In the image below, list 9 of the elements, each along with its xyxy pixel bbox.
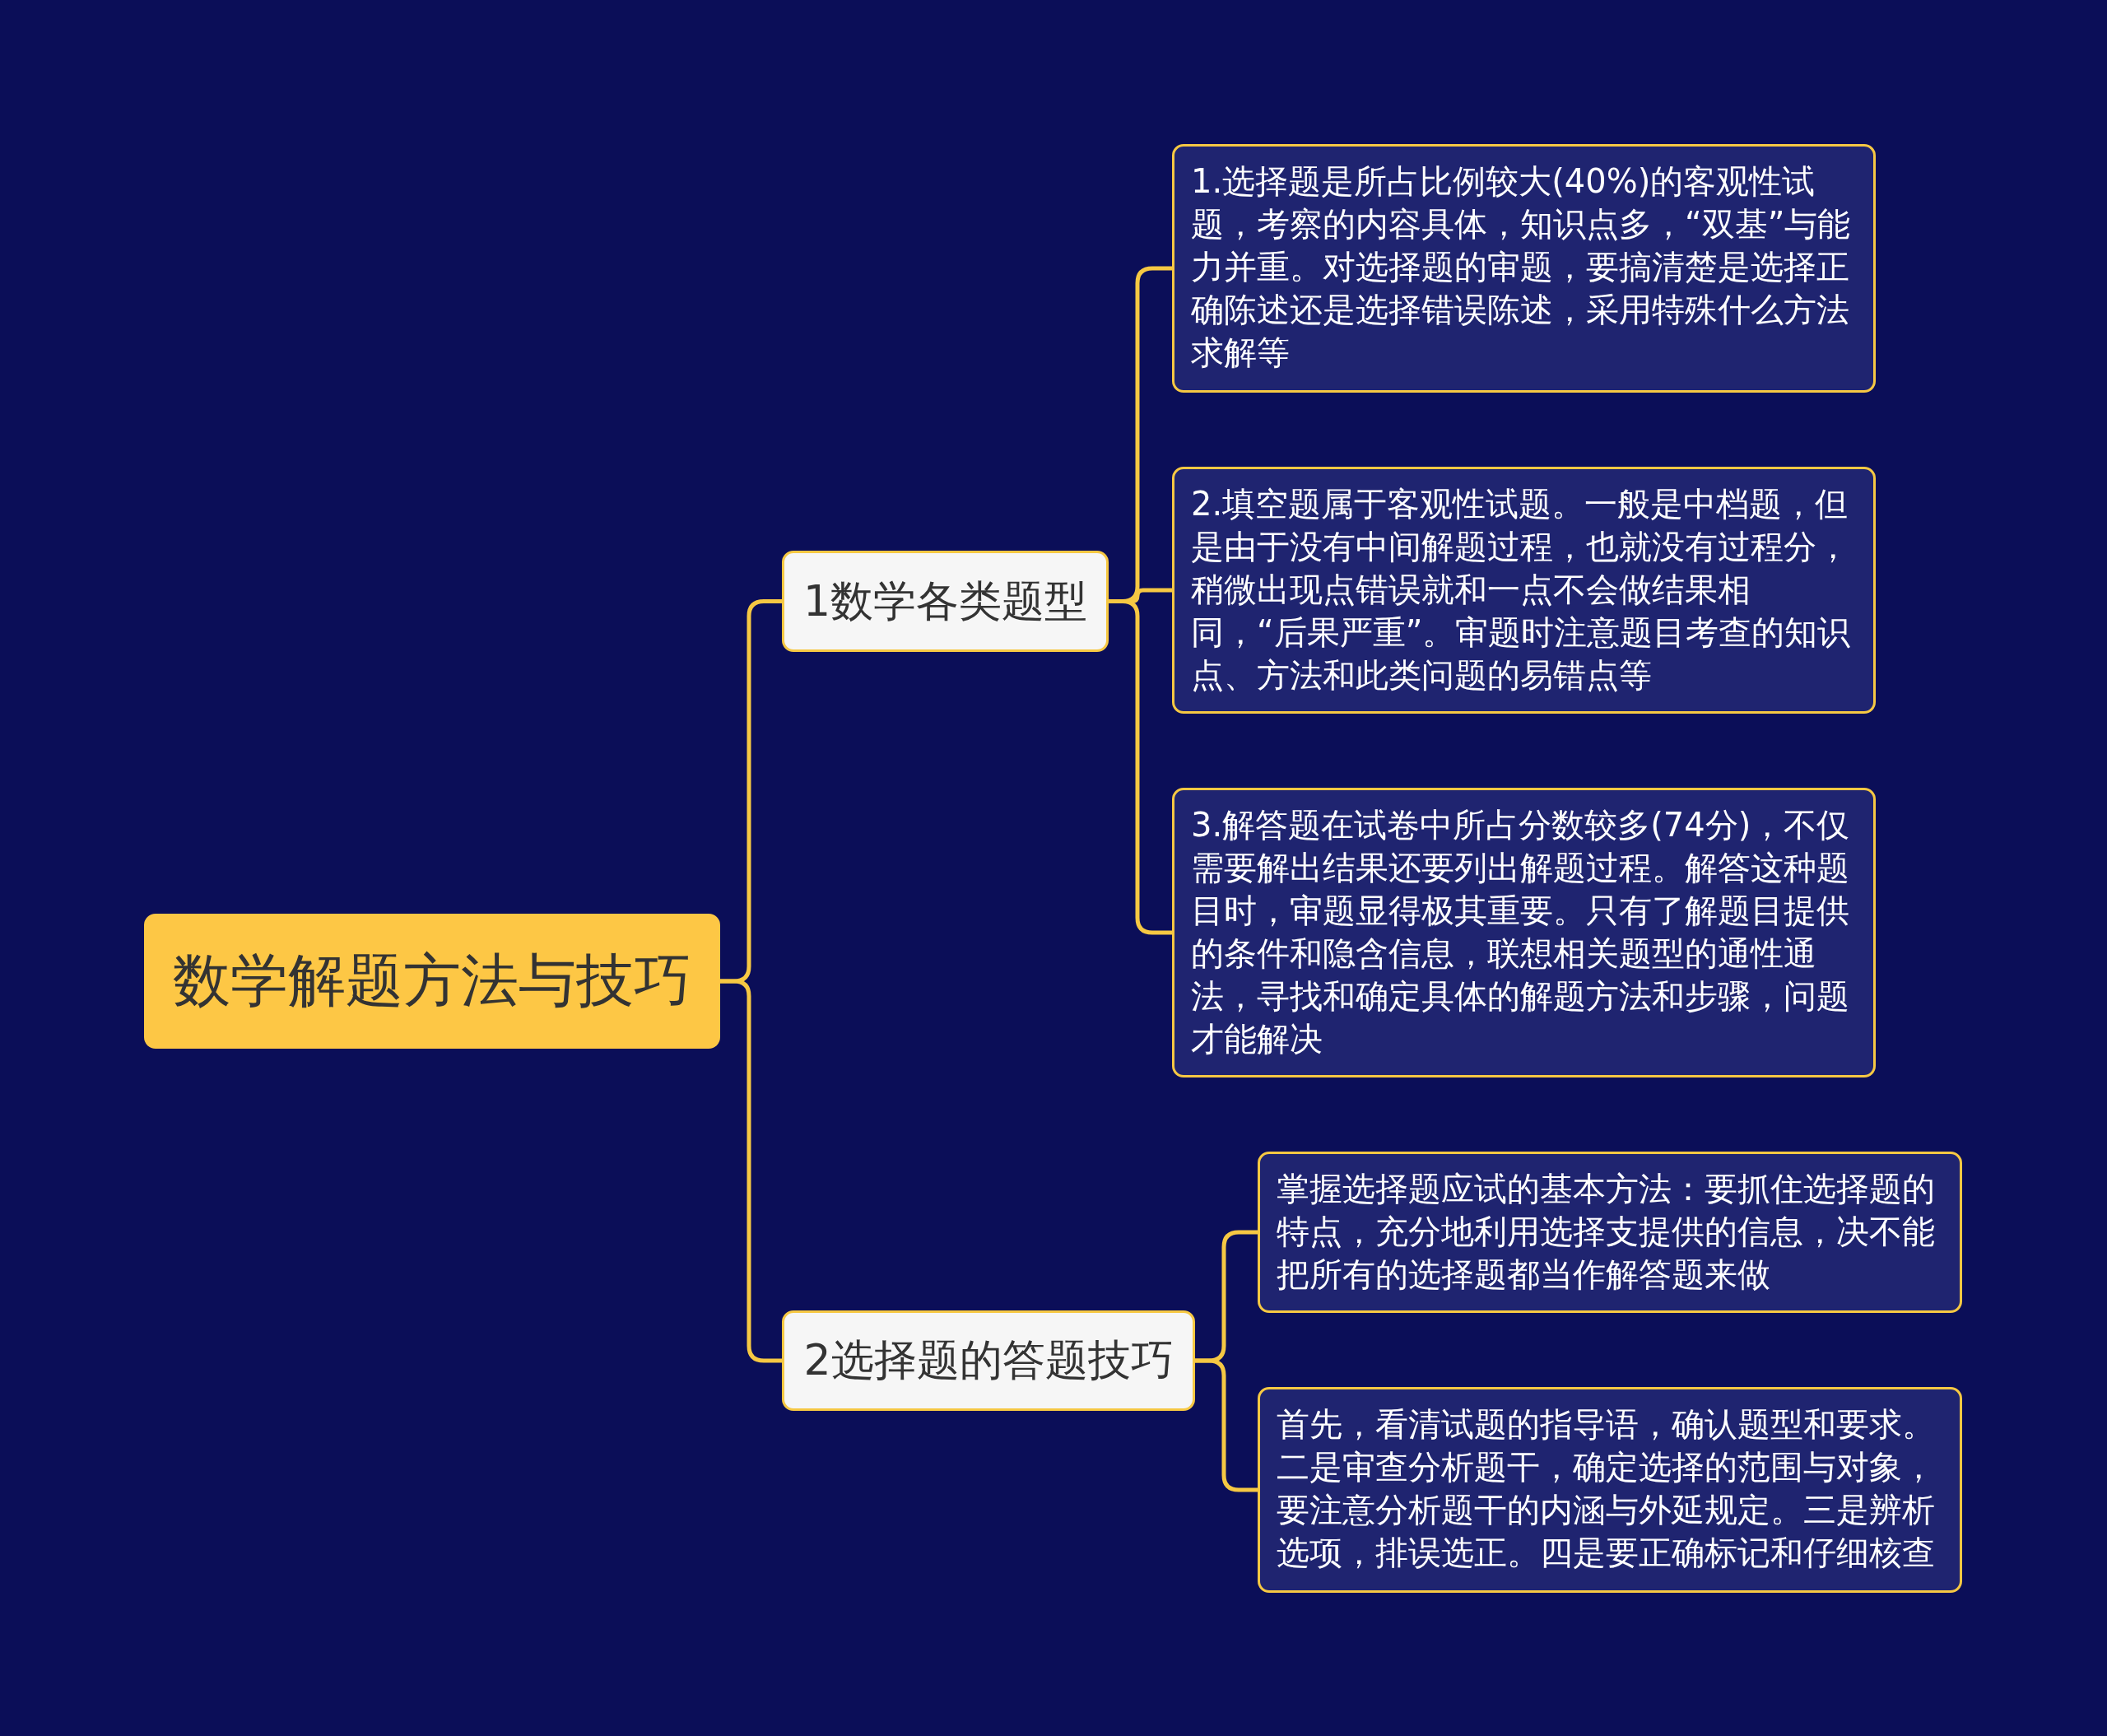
central-topic-box: 数学解题方法与技巧: [144, 914, 720, 1049]
subtopic-box: 1.选择题是所占比例较大(40%)的客观性试题，考察的内容具体，知识点多，“双基”与能力并重。对选择题的审题，要搞清楚是选择正确陈述还是选择错误陈述，采用特殊什么方法求解等: [1172, 144, 1876, 393]
subtopic-box: 3.解答题在试卷中所占分数较多(74分)，不仅需要解出结果还要列出解题过程。解答这种题目时，审题显得极其重要。只有了解题目提供的条件和隐含信息，联想相关题型的通性通法，寻找和确定具体的解题方法和步骤，问题才能解决: [1172, 788, 1876, 1077]
topic-box: 2选择题的答题技巧: [782, 1310, 1195, 1411]
connector-line: [1195, 1358, 1258, 1492]
topic-box: 1数学各类题型: [782, 551, 1109, 652]
subtopic-box: 掌握选择题应试的基本方法：要抓住选择题的特点，充分地利用选择支提供的信息，决不能把所有的选择题都当作解答题来做: [1258, 1152, 1962, 1313]
subtopic-box: 2.填空题属于客观性试题。一般是中档题，但是由于没有中间解题过程，也就没有过程分，稍微出现点错误就和一点不会做结果相同，“后果严重”。审题时注意题目考查的知识点、方法和此类问题的易错点等: [1172, 467, 1876, 714]
subtopic-box: 首先，看清试题的指导语，确认题型和要求。二是审查分析题干，确定选择的范围与对象，要注意分析题干的内涵与外延规定。三是辨析选项，排误选正。四是要正确标记和仔细核查: [1258, 1387, 1962, 1593]
